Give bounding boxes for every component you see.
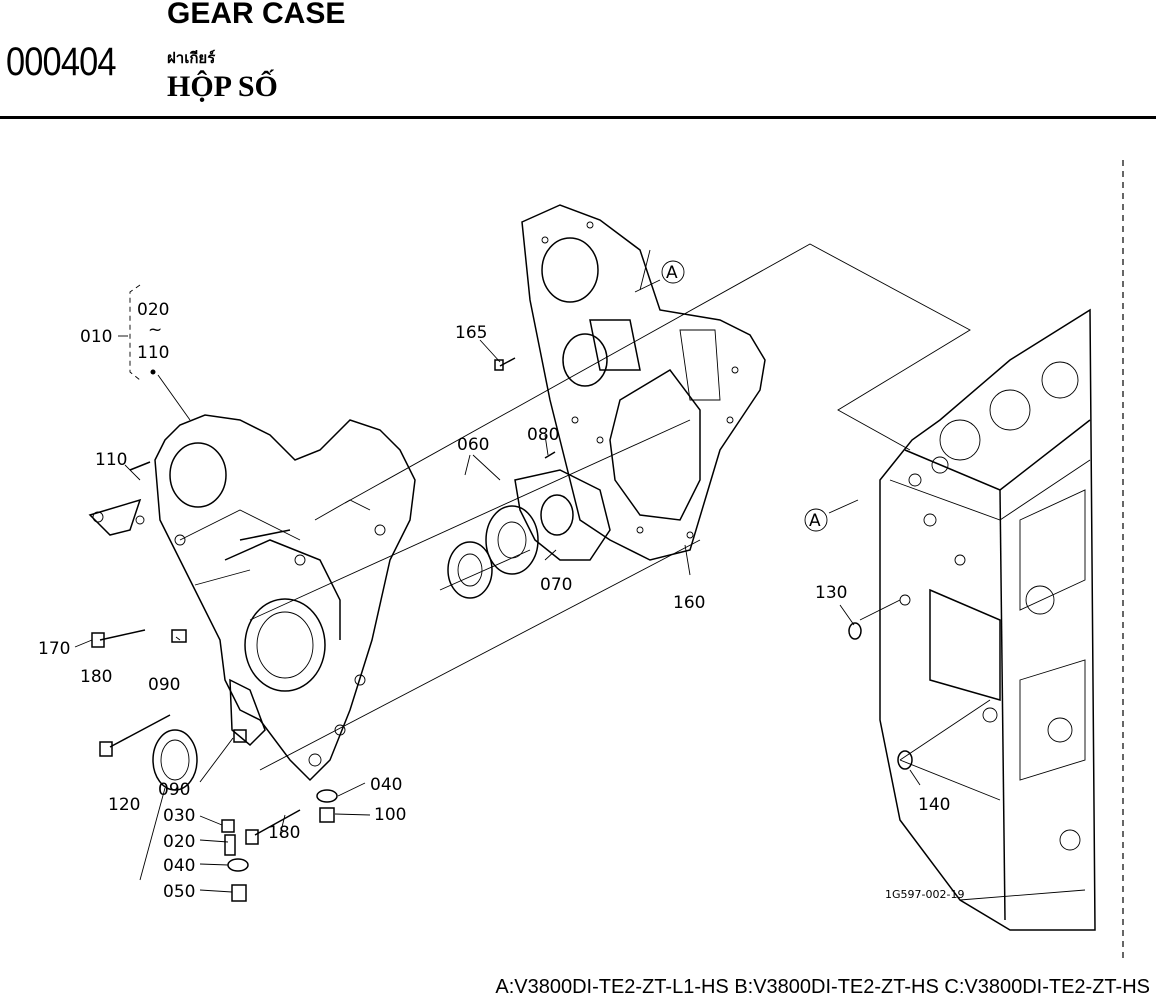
label-050: 050: [163, 882, 195, 902]
gasket-plate-drawing: [521, 204, 766, 561]
range-tilde: ~: [148, 320, 162, 340]
reference-marker-a-left: A: [804, 499, 859, 532]
small-parts-drawing: [88, 357, 913, 902]
label-010: 010: [80, 327, 112, 347]
label-070: 070: [540, 575, 572, 595]
drawing-number: 1G597-002-19: [885, 888, 964, 901]
label-140: 140: [918, 795, 950, 815]
reference-marker-a-top: A: [634, 260, 685, 293]
marker-letter: A: [666, 263, 678, 283]
engine-block-drawing: [879, 308, 1096, 931]
range-bracket: 010 020 ~ 110: [80, 284, 169, 381]
label-165: 165: [455, 323, 487, 343]
label-160: 160: [673, 593, 705, 613]
label-110: 110: [95, 450, 127, 470]
label-020: 020: [163, 832, 195, 852]
label-060: 060: [457, 435, 489, 455]
label-170: 170: [38, 639, 70, 659]
range-dot: [150, 369, 156, 375]
exploded-parts-diagram: 010 020 ~ 110 A A 110 165 080 060 070 16…: [38, 160, 1124, 960]
label-090-upper: 090: [148, 675, 180, 695]
label-100: 100: [374, 805, 406, 825]
title-thai: ฝาเกียร์: [167, 49, 216, 67]
reference-lines: [194, 243, 991, 771]
label-130: 130: [815, 583, 847, 603]
part-labels: 110 165 080 060 070 160 130 170 090 180 …: [38, 323, 964, 902]
label-110-range: 110: [137, 343, 169, 363]
header: 000404 GEAR CASE ฝาเกียร์ HỘP SỐ: [0, 0, 1156, 120]
oil-pump-gears-drawing: [447, 469, 611, 599]
leader-lines: [74, 339, 921, 893]
label-040-right: 040: [370, 775, 402, 795]
label-030: 030: [163, 806, 195, 826]
label-120: 120: [108, 795, 140, 815]
label-040-left: 040: [163, 856, 195, 876]
label-180-left: 180: [80, 667, 112, 687]
label-020-range: 020: [137, 300, 169, 320]
title-vietnamese: HỘP SỐ: [167, 70, 278, 103]
label-180-lower: 180: [268, 823, 300, 843]
diagram-code: 000404: [6, 40, 116, 84]
title-english: GEAR CASE: [167, 0, 346, 30]
header-rule: [0, 116, 1156, 119]
gear-case-drawing: [154, 414, 416, 782]
label-080: 080: [527, 425, 559, 445]
marker-letter: A: [809, 511, 821, 531]
label-090-lower: 090: [158, 780, 190, 800]
model-applicability: A:V3800DI-TE2-ZT-L1-HS B:V3800DI-TE2-ZT-…: [495, 976, 1150, 998]
